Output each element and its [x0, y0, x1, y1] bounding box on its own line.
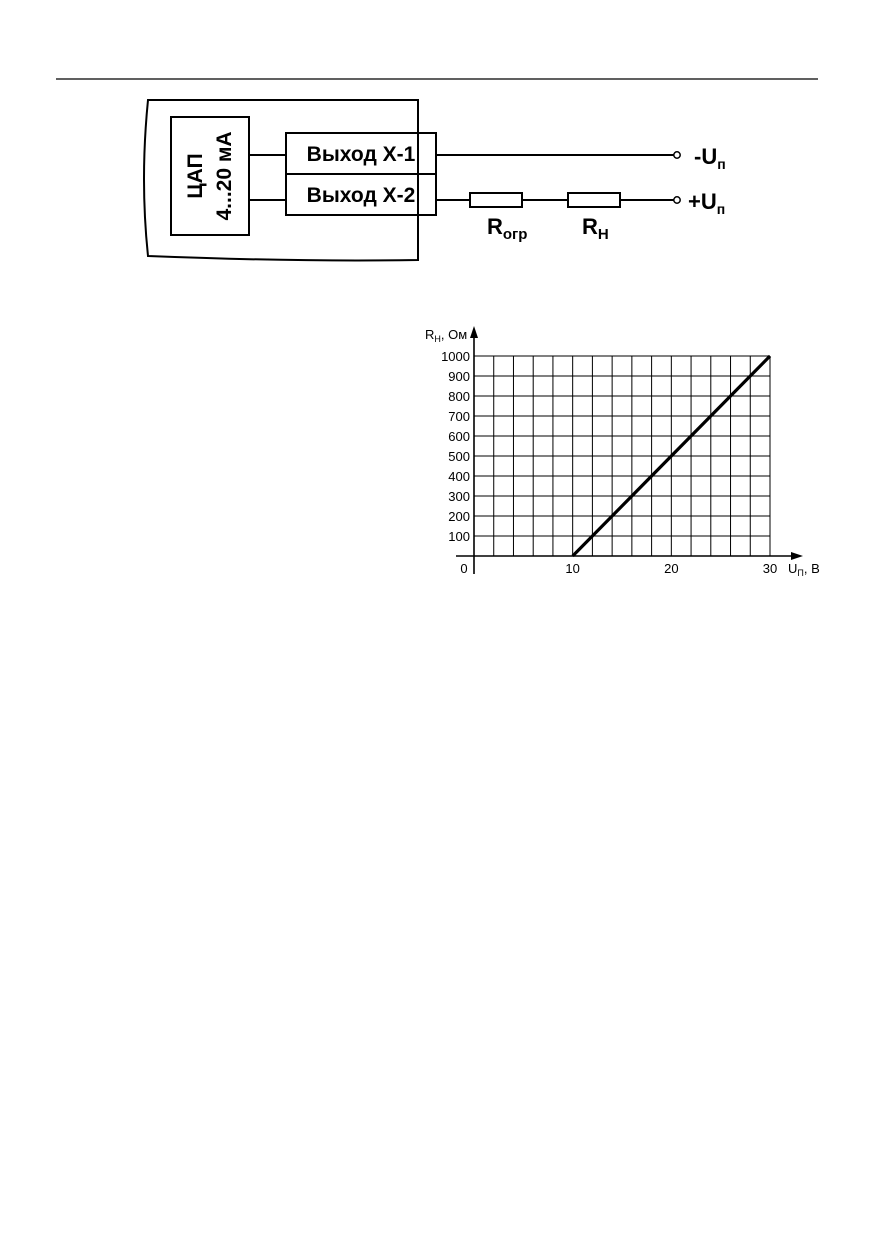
- output2-label: Выход Х-2: [307, 184, 416, 207]
- resistor-load: [567, 192, 621, 208]
- y-tick-label: 900: [448, 369, 470, 384]
- x-tick-label: 30: [763, 561, 777, 576]
- r-limit-label: Rогр: [487, 214, 527, 243]
- y-axis-label: RН, Ом: [425, 327, 467, 344]
- terminal-minus: [673, 151, 681, 159]
- circuit-diagram: ЦАП 4...20 мА Выход Х-1 Выход Х-2 -Uп +U…: [143, 99, 726, 262]
- r-load-label: RН: [582, 214, 609, 243]
- x-axis-label: UП, В: [788, 561, 820, 578]
- grid-horizontal-lines: [474, 355, 770, 537]
- y-tick-label: 700: [448, 409, 470, 424]
- chart-series: [571, 354, 772, 558]
- plus-supply-label: +Uп: [688, 189, 725, 217]
- y-tick-label: 200: [448, 509, 470, 524]
- output1-label: Выход Х-1: [307, 143, 416, 166]
- x-tick-labels: 0 10 20 30: [460, 561, 777, 576]
- resistor-limit: [469, 192, 523, 208]
- chart-axes: [456, 326, 803, 574]
- y-tick-label: 300: [448, 489, 470, 504]
- dac-range: 4...20 мА: [213, 131, 236, 220]
- x-tick-label: 10: [565, 561, 579, 576]
- dac-block: [170, 116, 250, 236]
- dac-label: ЦАП: [184, 153, 207, 198]
- series-line: [571, 354, 772, 558]
- y-tick-labels: 100 200 300 400 500 600 700 800 900 1000: [441, 349, 470, 544]
- terminal-plus: [673, 196, 681, 204]
- y-tick-label: 1000: [441, 349, 470, 364]
- x-axis-arrow: [791, 552, 803, 560]
- y-tick-label: 500: [448, 449, 470, 464]
- y-tick-label: 400: [448, 469, 470, 484]
- y-tick-label: 800: [448, 389, 470, 404]
- y-tick-label: 100: [448, 529, 470, 544]
- device-enclosure: [143, 99, 419, 262]
- output2-block: [285, 173, 437, 216]
- y-axis-arrow: [470, 326, 478, 338]
- y-tick-label: 600: [448, 429, 470, 444]
- minus-supply-label: -Uп: [694, 144, 726, 172]
- x-tick-label: 20: [664, 561, 678, 576]
- x-tick-label: 0: [460, 561, 467, 576]
